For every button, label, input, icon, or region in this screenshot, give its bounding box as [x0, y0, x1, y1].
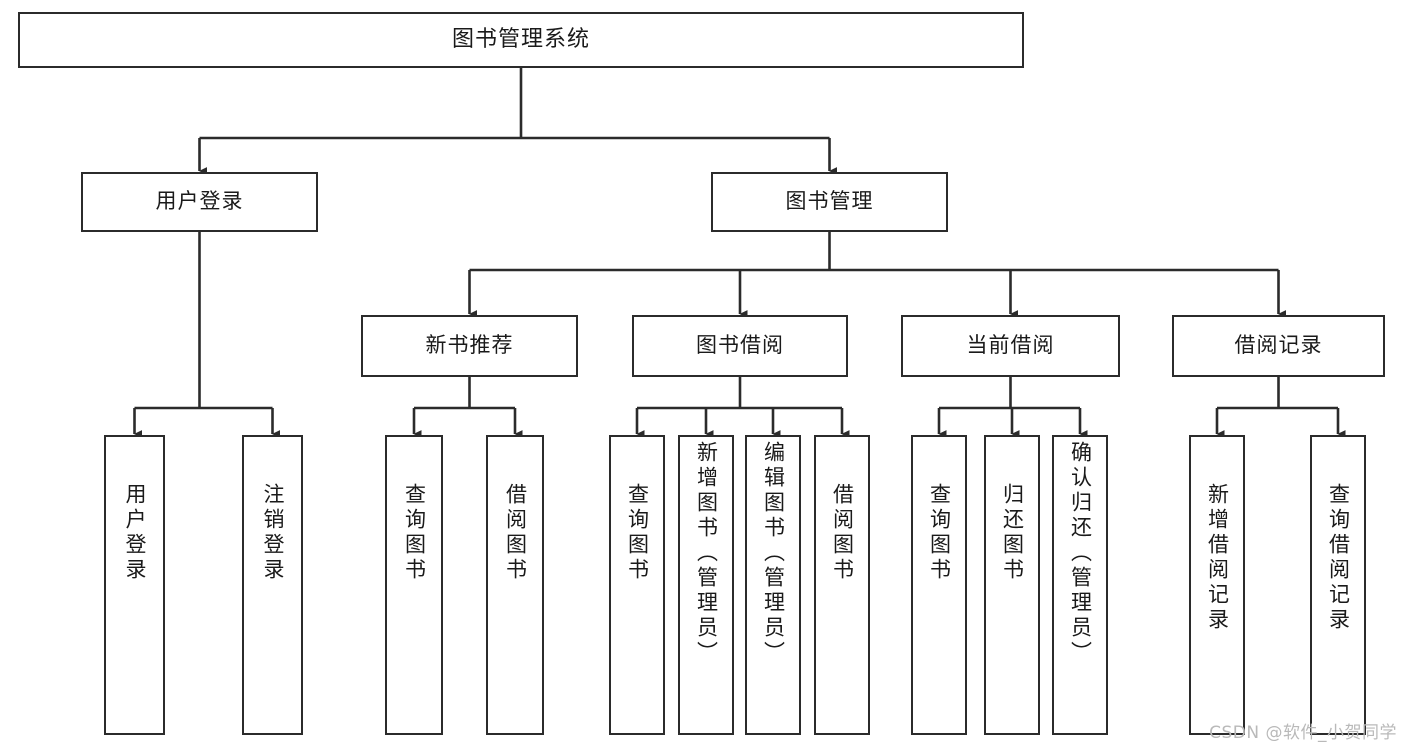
node-c-confirm[interactable]: 确认归还（管理员）	[1052, 435, 1108, 735]
node-bookmgmt[interactable]: 图书管理	[711, 172, 948, 232]
node-c-return[interactable]: 归还图书	[984, 435, 1040, 735]
node-label-l-logout: 注销登录	[261, 483, 285, 583]
node-b-lend[interactable]: 借阅图书	[814, 435, 870, 735]
node-label-c-query: 查询图书	[927, 483, 952, 583]
node-label-borrow: 图书借阅	[696, 333, 784, 358]
node-l-login[interactable]: 用户登录	[104, 435, 165, 735]
node-label-bookmgmt: 图书管理	[785, 189, 874, 214]
node-root[interactable]: 图书管理系统	[18, 12, 1024, 68]
node-c-query[interactable]: 查询图书	[911, 435, 967, 735]
node-label-b-lend: 借阅图书	[830, 483, 855, 583]
node-newbook[interactable]: 新书推荐	[361, 315, 578, 377]
node-label-r-query: 查询借阅记录	[1326, 483, 1351, 633]
node-l-logout[interactable]: 注销登录	[242, 435, 303, 735]
node-current[interactable]: 当前借阅	[901, 315, 1120, 377]
node-n-query[interactable]: 查询图书	[385, 435, 443, 735]
node-r-add[interactable]: 新增借阅记录	[1189, 435, 1245, 735]
node-label-n-borrow: 借阅图书	[503, 483, 528, 583]
node-r-query[interactable]: 查询借阅记录	[1310, 435, 1366, 735]
node-label-b-add: 新增图书（管理员）	[694, 441, 719, 666]
node-label-n-query: 查询图书	[402, 483, 427, 583]
node-records[interactable]: 借阅记录	[1172, 315, 1385, 377]
node-label-newbook: 新书推荐	[425, 333, 514, 358]
node-label-root: 图书管理系统	[451, 26, 590, 52]
node-b-add[interactable]: 新增图书（管理员）	[678, 435, 734, 735]
node-label-c-confirm: 确认归还（管理员）	[1068, 441, 1093, 666]
node-label-current: 当前借阅	[966, 333, 1055, 358]
csdn-watermark: CSDN @软件_小贺同学	[1209, 723, 1397, 743]
node-label-l-login: 用户登录	[123, 483, 147, 583]
node-b-edit[interactable]: 编辑图书（管理员）	[745, 435, 801, 735]
node-label-records: 借阅记录	[1234, 333, 1323, 358]
node-login[interactable]: 用户登录	[81, 172, 318, 232]
node-label-r-add: 新增借阅记录	[1205, 483, 1230, 633]
node-label-login: 用户登录	[155, 189, 244, 214]
node-label-b-query: 查询图书	[625, 483, 650, 583]
node-label-b-edit: 编辑图书（管理员）	[761, 441, 786, 666]
node-label-c-return: 归还图书	[1000, 483, 1025, 583]
node-n-borrow[interactable]: 借阅图书	[486, 435, 544, 735]
node-borrow[interactable]: 图书借阅	[632, 315, 848, 377]
node-b-query[interactable]: 查询图书	[609, 435, 665, 735]
